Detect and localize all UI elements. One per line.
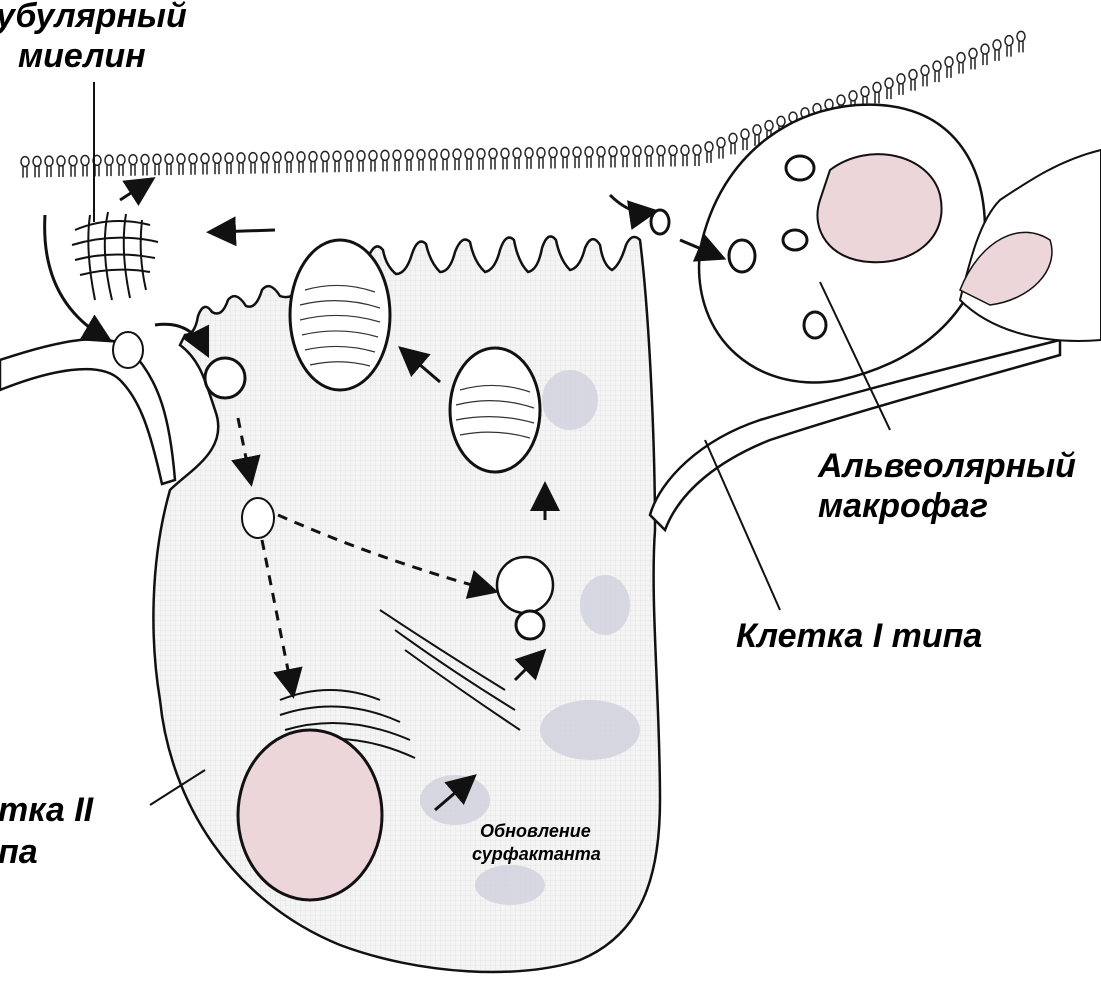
vesicle — [242, 498, 274, 538]
endocytic-vesicle — [205, 358, 245, 398]
vesicle — [651, 210, 669, 234]
surfactant-renewal-label: Обновление — [480, 822, 591, 842]
type1-cell-label: Клетка I типа — [736, 618, 982, 655]
tubular-myelin-label: убулярный — [0, 0, 187, 35]
lamellar-body-medium — [450, 348, 540, 472]
alveolar-macrophage-label: Альвеолярный — [818, 448, 1076, 485]
macrophage-vesicle — [783, 230, 807, 250]
macrophage-vesicle — [786, 156, 814, 180]
tubular-myelin — [72, 212, 158, 300]
tubular-myelin-label: миелин — [18, 38, 146, 75]
macrophage-vesicle — [804, 312, 826, 338]
type2-cell-label: тка II — [0, 792, 93, 829]
surfactant-renewal-label: сурфактанта — [472, 845, 601, 865]
multivesicular-body — [516, 611, 544, 639]
lamellar-body-small — [497, 557, 553, 613]
macrophage-vesicle — [729, 240, 755, 272]
macrophage-nucleus — [817, 154, 941, 262]
alveolar-macrophage-label: макрофаг — [818, 488, 988, 525]
type2-nucleus — [238, 730, 382, 900]
vesicle — [113, 332, 143, 368]
type1-cell-left — [0, 339, 175, 484]
type2-cell-label: па — [0, 834, 38, 871]
